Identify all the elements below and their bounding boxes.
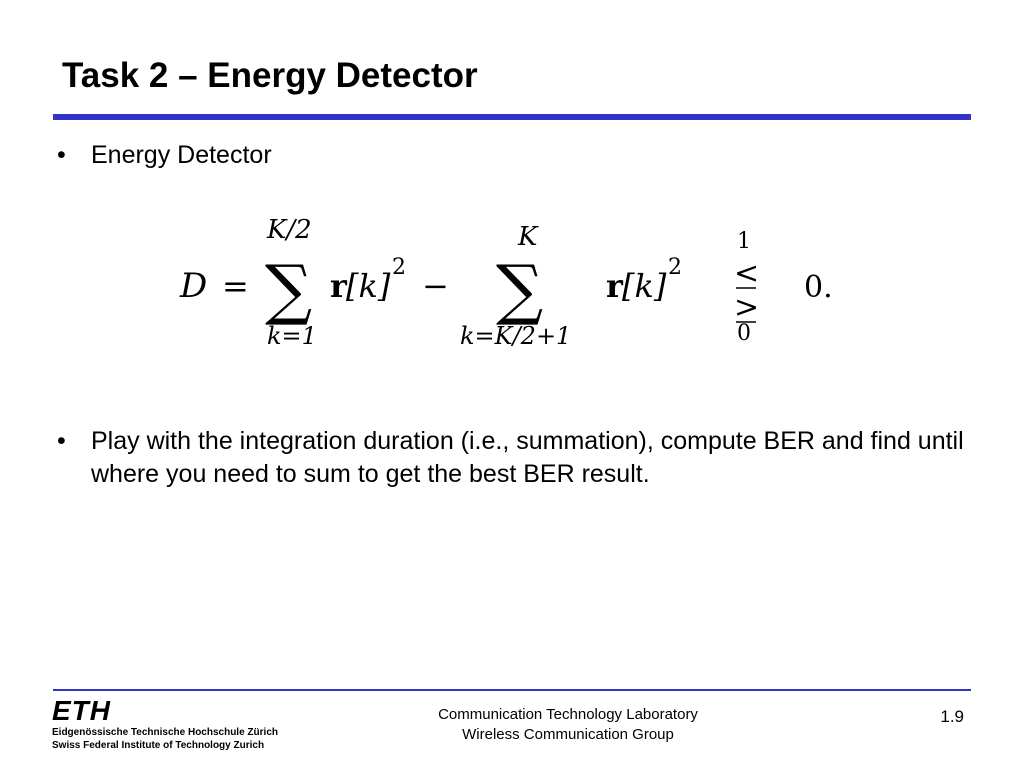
energy-detector-equation: D = K/2 ∑ k=1 r [k] 2 − K ∑ k=K/2+1 r [k…	[170, 200, 840, 370]
eq-decision-less: <	[734, 256, 759, 291]
eq-minus: −	[422, 267, 449, 305]
eq-term2-index: [k]	[622, 267, 667, 305]
eq-term1-power: 2	[392, 255, 406, 280]
eq-decision-greater: >	[734, 290, 759, 325]
eth-logo: ETH Eidgenössische Technische Hochschule…	[52, 697, 282, 759]
eq-sum1-upper: K/2	[266, 215, 312, 245]
eq-lhs: D	[179, 266, 207, 306]
eq-sum2-lower: k=K/2+1	[460, 322, 571, 350]
eq-term1-r: r	[330, 267, 348, 305]
bullet-marker: •	[57, 141, 66, 169]
eth-name-german: Eidgenössische Technische Hochschule Zür…	[52, 727, 278, 738]
footer-rule	[53, 689, 971, 691]
eq-threshold: 0.	[804, 270, 833, 305]
bullet-item: • Play with the integration duration (i.…	[57, 425, 977, 491]
eth-wordmark: ETH	[52, 695, 111, 726]
slide-title: Task 2 – Energy Detector	[62, 56, 478, 95]
bullet-text: Energy Detector	[91, 141, 272, 169]
bullet-marker: •	[57, 427, 66, 455]
eq-sum1-symbol: ∑	[265, 251, 312, 328]
page-number: 1.9	[940, 707, 964, 726]
eq-term2-power: 2	[668, 255, 682, 280]
eth-name-english: Swiss Federal Institute of Technology Zu…	[52, 740, 265, 751]
eq-term2-r: r	[606, 267, 624, 305]
eq-sum2-upper: K	[517, 222, 539, 252]
eq-decision-lower: 0	[737, 321, 751, 346]
bullet-item: • Energy Detector	[57, 139, 977, 172]
eq-equals: =	[222, 267, 249, 305]
eq-sum2-symbol: ∑	[496, 251, 543, 328]
equation-svg: D = K/2 ∑ k=1 r [k] 2 − K ∑ k=K/2+1 r [k…	[179, 215, 833, 350]
title-rule	[53, 114, 971, 120]
bullet-text: Play with the integration duration (i.e.…	[91, 427, 964, 488]
footer-affiliation: Communication Technology Laboratory Wire…	[382, 705, 754, 745]
footer-lab: Communication Technology Laboratory	[438, 706, 698, 723]
eq-sum1-lower: k=1	[267, 322, 317, 350]
eq-term1-index: [k]	[346, 267, 391, 305]
footer-group: Wireless Communication Group	[462, 726, 674, 743]
eq-decision-upper: 1	[737, 229, 751, 254]
